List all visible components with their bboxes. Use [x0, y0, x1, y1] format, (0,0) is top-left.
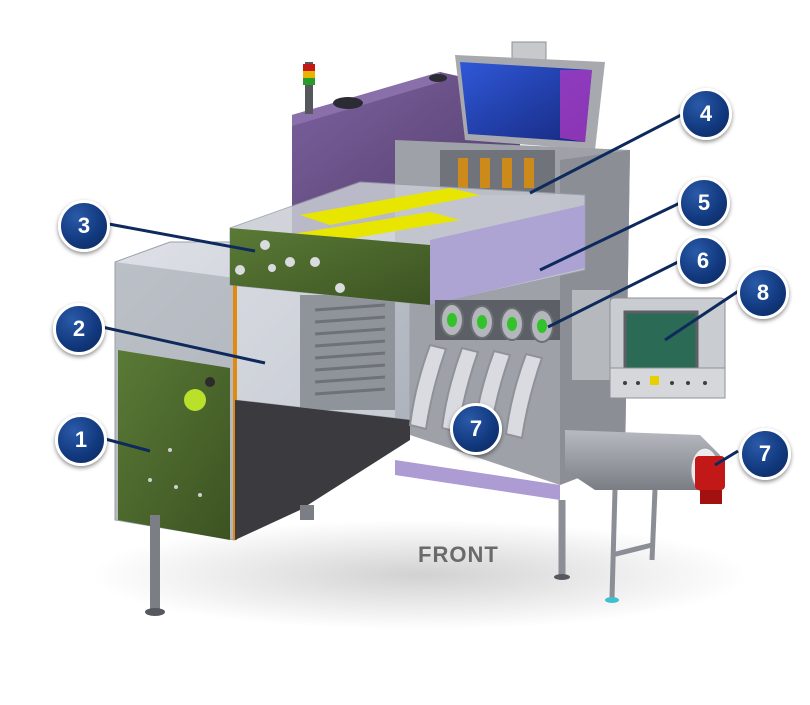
callout-4: 4: [680, 88, 732, 140]
callout-1: 1: [55, 414, 107, 466]
output-conveyor: [554, 430, 725, 603]
leader-line-5: [539, 200, 683, 272]
leader-line-3: [97, 220, 256, 253]
callout-7-conveyor: 7: [739, 428, 791, 480]
ground-shadow: [90, 520, 750, 630]
control-panel: [572, 290, 726, 399]
signal-tower: [303, 62, 315, 114]
leader-line-6: [547, 258, 683, 329]
top-hopper: [455, 41, 605, 150]
callout-6: 6: [677, 235, 729, 287]
leader-line-4: [529, 111, 686, 195]
upper-feed-tray: [229, 181, 586, 306]
callout-8: 8: [737, 267, 789, 319]
leader-line-7b: [714, 449, 739, 467]
leader-lines: [92, 111, 741, 467]
dosing-wheels: [435, 300, 560, 343]
callout-7-chutes: 7: [450, 403, 502, 455]
callout-5: 5: [678, 177, 730, 229]
callout-3: 3: [58, 200, 110, 252]
callout-2: 2: [53, 303, 105, 355]
leader-line-8: [664, 288, 741, 342]
front-green-panel: [118, 350, 230, 540]
front-label: FRONT: [418, 542, 499, 567]
left-leg: [145, 505, 314, 616]
leader-line-2: [92, 323, 266, 365]
